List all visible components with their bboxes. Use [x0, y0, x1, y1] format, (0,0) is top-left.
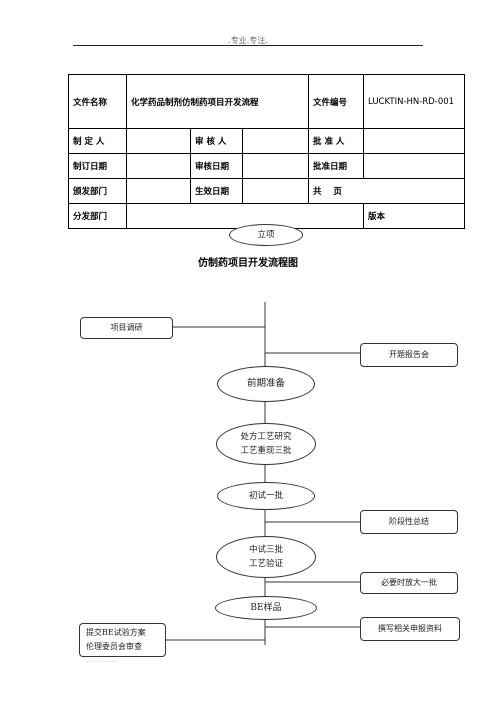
- table-row: 颁发部门 生效日期 共 页: [68, 178, 466, 204]
- truncated-text: · · · · · · · ·: [86, 659, 115, 666]
- start-node-project-initiation: 立项: [229, 224, 303, 246]
- node-project-research: 项目调研: [80, 317, 173, 339]
- issue-dept-label: 颁发部门: [68, 178, 127, 204]
- node-preliminary-preparation: 前期准备: [217, 366, 315, 402]
- node-kickoff-meeting: 开题报告会: [360, 343, 458, 367]
- node-submit-be-protocol: 提交BE试验方案 伦理委员会审查: [79, 623, 166, 657]
- file-name-value: 化学药品制剂仿制药项目开发流程: [125, 74, 310, 129]
- submit-be-line-1: 提交BE试验方案: [86, 628, 146, 637]
- flowchart-title: 仿制药项目开发流程图: [198, 258, 298, 269]
- review-date-value: [241, 153, 310, 179]
- distribution-dept-value: [125, 203, 365, 229]
- approver-value: [363, 128, 466, 154]
- node-be-sample: BE样品: [215, 596, 317, 620]
- table-row: 分发部门 版本: [68, 203, 466, 229]
- effective-date-value: [241, 178, 310, 204]
- formula-research-line-1: 处方工艺研究: [240, 432, 292, 442]
- distribution-dept-label: 分发部门: [68, 203, 127, 229]
- file-no-label: 文件编号: [308, 74, 365, 129]
- header-divider: [73, 45, 423, 46]
- issue-dept-value: [126, 178, 191, 204]
- table-row: 文件名称 化学药品制剂仿制药项目开发流程 文件编号 LUCKTIN-HN-RD-…: [68, 74, 466, 129]
- node-pilot-trial: 初试一批: [217, 482, 315, 510]
- mid-trial-line-2: 工艺验证: [248, 559, 283, 569]
- table-row: 制 定 人 审 核 人 批 准 人: [68, 128, 466, 154]
- mid-trial-line-1: 中试三批: [248, 545, 283, 555]
- draft-date-value: [126, 153, 191, 179]
- node-mid-scale-trial: 中试三批 工艺验证: [216, 536, 316, 578]
- file-no-value: LUCKTIN-HN-RD-001: [363, 74, 466, 129]
- table-row: 制订日期 审核日期 批准日期: [68, 153, 466, 179]
- file-name-label: 文件名称: [68, 74, 127, 129]
- page-header: .专业.专注.: [228, 36, 268, 45]
- approve-date-value: [363, 153, 466, 179]
- node-formula-process-research: 处方工艺研究 工艺重现三批: [216, 423, 316, 465]
- node-stage-summary: 阶段性总结: [360, 510, 458, 534]
- reviewer-value: [241, 128, 310, 154]
- formula-research-line-2: 工艺重现三批: [240, 446, 292, 456]
- submit-be-line-2: 伦理委员会审查: [86, 642, 142, 651]
- node-write-application-docs: 撰写相关申报资料: [360, 617, 460, 641]
- version-label: 版本: [363, 203, 466, 229]
- document-info-table: 文件名称 化学药品制剂仿制药项目开发流程 文件编号 LUCKTIN-HN-RD-…: [68, 74, 466, 229]
- node-scale-up-batch: 必要时放大一批: [360, 572, 458, 594]
